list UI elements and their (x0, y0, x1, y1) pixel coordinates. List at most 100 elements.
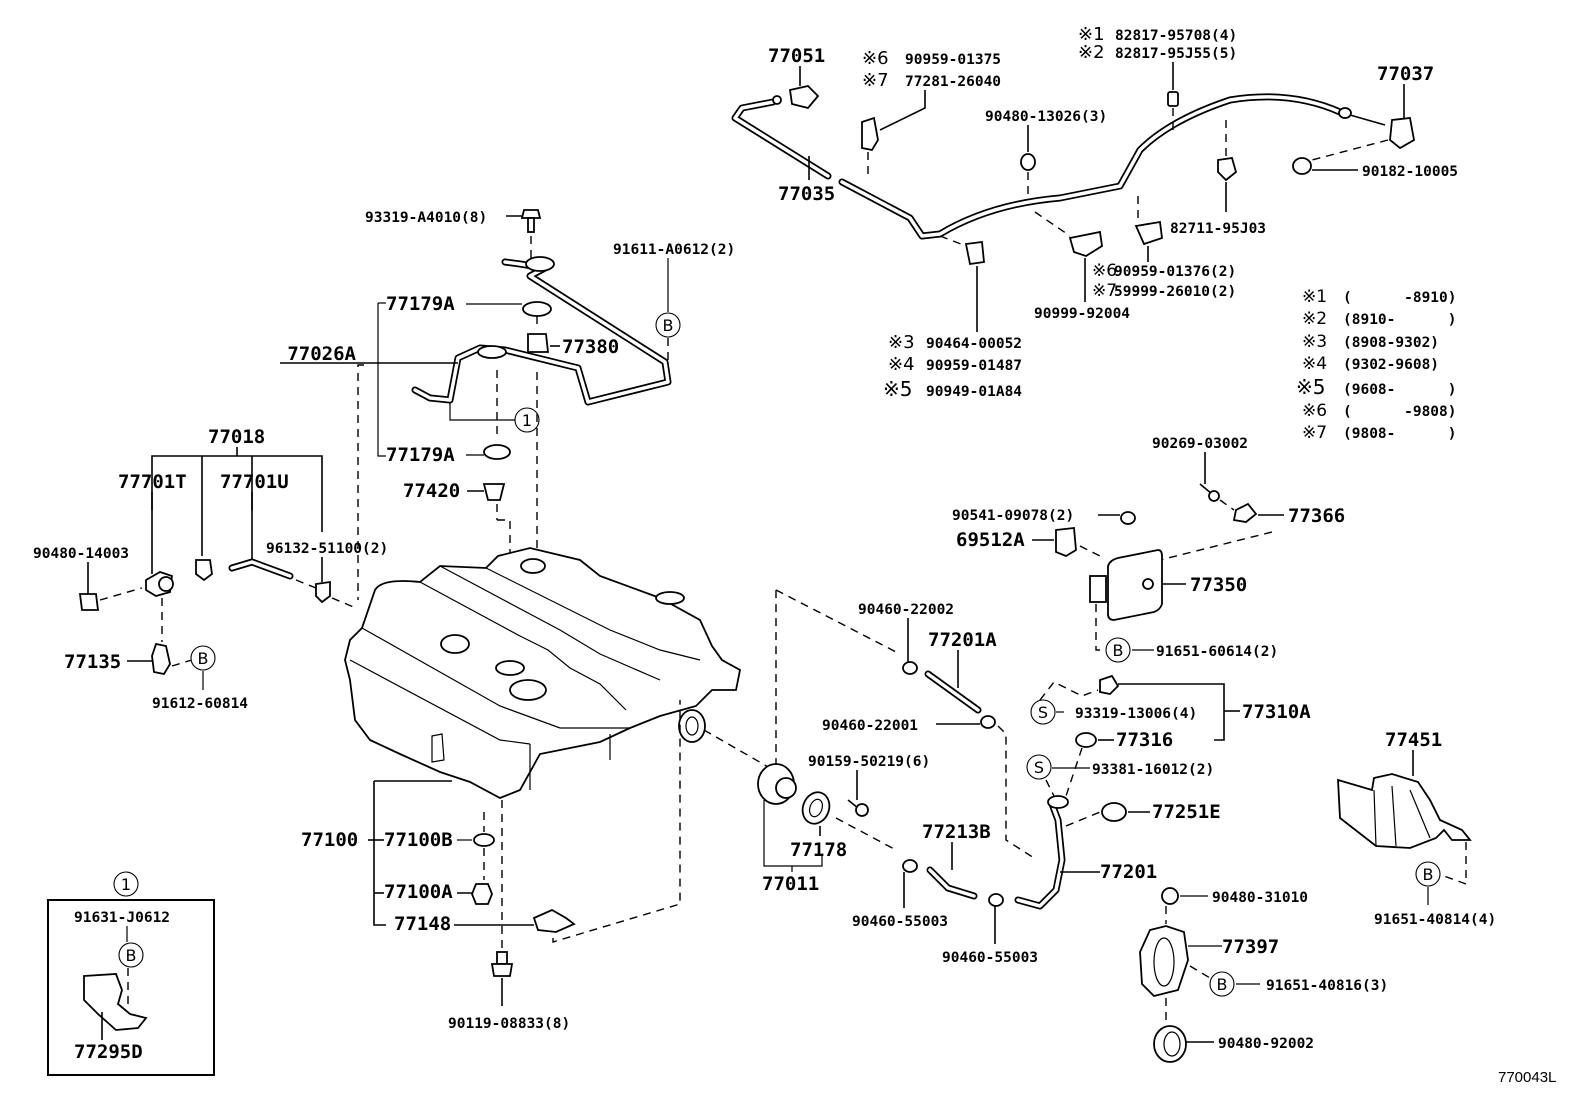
diagram-shape (344, 547, 742, 799)
legend-row: ※6 ( -9808) (1302, 401, 1457, 421)
part-77100-fuel-tank[interactable] (344, 547, 742, 799)
part-91651-40816[interactable]: B 91651-40816(3) (1209, 971, 1388, 997)
note-mark: ※6 (862, 48, 889, 69)
part-77135[interactable]: 77135 B 91612-60814 (64, 598, 248, 712)
part-77037[interactable]: 77037 (1311, 63, 1434, 161)
assembly-line (1189, 965, 1211, 979)
part-90269-03002-screw[interactable]: 90269-03002 (1152, 436, 1248, 511)
part-clip-77018[interactable] (195, 559, 213, 582)
part-93381-16012[interactable]: S 93381-16012(2) (1026, 754, 1214, 797)
part-96132-51100[interactable]: 96132-51100(2) (266, 541, 388, 609)
part-77018-valve-group[interactable]: 77018 (151, 426, 323, 556)
part-label: 77281-26040 (905, 74, 1001, 90)
part-label: 90480-31010 (1212, 890, 1308, 906)
diagram-shape (483, 444, 511, 460)
part-77179a[interactable]: 77179A 77179A (377, 293, 552, 466)
part-77701t[interactable]: 77701T (118, 471, 187, 597)
part-77366[interactable]: 77366 (1159, 502, 1345, 561)
note-mark: ※2 (1078, 42, 1105, 63)
diagram-shape (495, 660, 525, 676)
diagram-shape (1389, 117, 1415, 150)
part-77178-gasket[interactable]: 77178 (790, 789, 847, 861)
diagram-shape (113, 871, 139, 897)
diagram-shape (1167, 91, 1179, 107)
part-90541-09078[interactable]: 90541-09078(2) (952, 508, 1136, 525)
part-90159-50219-screw[interactable]: 90159-50219(6) (808, 754, 930, 817)
part-90460-22001-clamp[interactable]: 90460-22001 (822, 715, 1035, 859)
part-77201-filler-pipe[interactable]: 77201 (1014, 795, 1157, 910)
diagram-text: ※6 (1302, 401, 1327, 421)
diagram-shape (151, 455, 323, 532)
part-label: 90159-50219(6) (808, 754, 930, 770)
part-91651-40814[interactable]: B 91651-40814(4) (1374, 861, 1496, 928)
part-93319-a4010-screw[interactable]: 93319-A4010(8) (365, 209, 542, 258)
part-77295d-bracket[interactable]: 77295D (74, 973, 148, 1063)
part-77380[interactable]: 77380 (527, 333, 619, 358)
diagram-text: (8908-9302) (1343, 335, 1439, 351)
part-77011-sender[interactable]: 77011 (757, 763, 823, 895)
part-77397-seal[interactable]: 77397 (1139, 925, 1279, 1024)
diagram-shape (1120, 511, 1136, 525)
part-77316[interactable]: 77316 (1065, 729, 1173, 797)
diagram-shape (361, 627, 630, 729)
part-label: 91651-40814(4) (1374, 912, 1496, 928)
part-82711-95j03[interactable]: 82711-95J03 (1170, 120, 1266, 237)
part-77201a-hose[interactable]: 77201A (924, 629, 997, 714)
part-label: 77148 (394, 913, 451, 935)
part-label: 77213B (922, 821, 991, 843)
part-90480-13026[interactable]: 90480-13026(3) (985, 109, 1107, 194)
part-77026a-band[interactable]: 77026A 1 (280, 256, 672, 433)
part-90999-92004[interactable]: 90999-92004 (1034, 211, 1130, 322)
part-77051[interactable]: 77051 (768, 45, 825, 110)
part-90480-14003[interactable]: 90480-14003 (33, 546, 143, 611)
diagram-shape (928, 868, 976, 898)
part-77701u[interactable]: 77701U (220, 471, 294, 580)
ref-mark-1: 1 (522, 411, 532, 430)
diagram-shape (879, 90, 926, 131)
diagram-shape (1107, 549, 1163, 621)
part-77100a[interactable]: 77100A (384, 881, 493, 905)
diagram-shape (1030, 699, 1056, 725)
diagram-shape (980, 715, 996, 729)
part-77100b[interactable]: 77100B (384, 829, 495, 851)
part-69512a-hinge[interactable]: 69512A (956, 527, 1105, 559)
part-77350-fuel-lid[interactable]: 77350 (1089, 549, 1247, 651)
diagram-shape (1118, 683, 1225, 741)
part-90119-08833-bolt[interactable]: 90119-08833(8) (448, 951, 570, 1032)
part-77148[interactable]: 77148 (394, 700, 681, 943)
part-91651-60614[interactable]: B 91651-60614(2) (1105, 637, 1278, 663)
diagram-shape (840, 95, 1342, 238)
part-90959-01375-clamp[interactable]: ※6 90959-01375 ※7 77281-26040 (861, 48, 1001, 180)
part-93319-13006[interactable]: S 93319-13006(4) (1030, 681, 1197, 725)
part-90464-00052-clip[interactable]: ※3 90464-00052 ※4 90959-01487 ※5 90949-0… (883, 235, 1022, 401)
part-77310a-cap-group[interactable]: 77310A (1099, 674, 1311, 741)
diagram-text: ※1 (1302, 287, 1327, 307)
part-90182-10005[interactable]: 90182-10005 (1292, 157, 1458, 180)
part-77451-protector[interactable]: 77451 (1337, 729, 1472, 885)
part-90460-55003-clamp-b[interactable]: 90460-55003 (942, 893, 1038, 966)
part-label: 90959-01487 (926, 358, 1022, 374)
part-91611-a0612[interactable]: 91611-A0612(2) B (613, 242, 735, 370)
part-77100-group[interactable]: 77100 (301, 780, 452, 926)
diagram-shape (449, 402, 515, 421)
ref-mark-b: B (663, 316, 674, 335)
part-77035[interactable]: 77035 (778, 156, 835, 205)
part-label: 77397 (1222, 936, 1279, 958)
part-90460-55003-clamp-a[interactable]: 90460-55003 (852, 859, 948, 930)
part-77251e-grommet[interactable]: 77251E (1065, 801, 1221, 827)
part-91631-j0612[interactable]: 91631-J0612 B (74, 910, 170, 1004)
part-77213b-hose[interactable]: 77213B (922, 821, 991, 900)
part-90480-31010[interactable]: 90480-31010 (1161, 887, 1308, 924)
part-90959-01376-clamp[interactable]: ※6 90959-01376(2) ※7 59999-26010(2) (1092, 196, 1236, 301)
part-label: 77701T (118, 471, 187, 493)
part-90460-22002-clamp[interactable]: 90460-22002 (858, 602, 954, 675)
part-label: 77310A (1242, 701, 1311, 723)
part-77420[interactable]: 77420 (403, 480, 506, 502)
diagram-shape (733, 100, 830, 178)
diagram-shape (230, 560, 292, 578)
part-label: 91651-60614(2) (1156, 644, 1278, 660)
part-label: 96132-51100(2) (266, 541, 388, 557)
part-90480-92002-grommet[interactable]: 90480-92002 (1153, 1025, 1314, 1063)
diagram-shape (926, 672, 980, 712)
part-82817-grommet[interactable]: ※1 82817-95708(4) ※2 82817-95J55(5) (1078, 24, 1237, 134)
